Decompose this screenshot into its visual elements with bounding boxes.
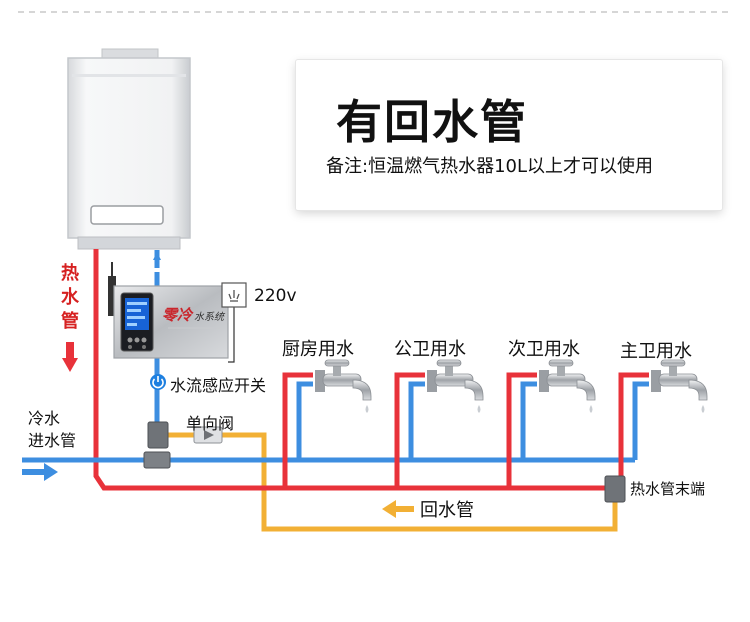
hot-pipe-label-char: 热 — [61, 263, 79, 284]
room-label-public-bath: 公卫用水 — [394, 339, 466, 360]
page-title: 有回水管 — [336, 95, 528, 149]
hot-pipe-main — [93, 249, 612, 491]
return-pipe — [166, 432, 618, 532]
cold-branch-pipe — [408, 381, 425, 460]
cold-branch-pipe — [632, 381, 649, 460]
power-cable — [228, 306, 235, 363]
room-label-kitchen: 厨房用水 — [282, 339, 354, 360]
cold-branch-pipe — [296, 381, 313, 460]
faucet-icon — [427, 359, 484, 413]
cold-inlet-label: 冷水 进水管 — [28, 409, 77, 450]
device-brand-sub: 水系统 — [194, 311, 226, 323]
power-label: 220v — [254, 286, 297, 306]
tee-fitting-inlet — [143, 421, 171, 469]
check-valve — [193, 426, 223, 444]
hot-branch-pipe — [394, 372, 425, 488]
arrow-down-icon — [62, 342, 78, 372]
hot-branch-pipe — [618, 372, 649, 488]
faucet-icon — [539, 359, 596, 413]
power-icon — [150, 374, 166, 390]
room-label-master-bath: 主卫用水 — [620, 341, 692, 362]
device-brand: 零冷 — [162, 306, 194, 324]
faucet-icon — [651, 359, 708, 413]
tee-fitting-end — [604, 475, 626, 503]
arrow-right-icon — [22, 463, 58, 481]
hot-pipe-label-text: 热水管 — [60, 262, 80, 334]
check-valve-label: 单向阀 — [186, 414, 235, 433]
hot-end-label: 热水管末端 — [630, 480, 706, 498]
pump-controller-icon — [108, 262, 229, 359]
power-socket-icon — [221, 282, 247, 308]
hot-branch-pipe — [282, 372, 313, 488]
arrow-up-icon — [153, 252, 161, 260]
return-pipe-label: 回水管 — [420, 500, 474, 521]
arrow-left-icon — [382, 500, 414, 518]
hot-branch-pipe — [506, 372, 537, 488]
hot-pipe-label-char: 水 — [61, 287, 79, 308]
water-heater-icon — [67, 48, 191, 250]
faucet-icon — [315, 359, 372, 413]
room-label-second-bath: 次卫用水 — [508, 339, 580, 360]
cold-branch-pipe — [520, 381, 537, 460]
usage-note: 备注:恒温燃气热水器10L以上才可以使用 — [326, 156, 653, 177]
title-card: 有回水管 备注:恒温燃气热水器10L以上才可以使用 — [296, 60, 722, 210]
flow-switch-label: 水流感应开关 — [170, 376, 267, 395]
hot-pipe-label: 热水管 — [60, 262, 80, 334]
hot-pipe-label-char: 管 — [61, 311, 79, 332]
